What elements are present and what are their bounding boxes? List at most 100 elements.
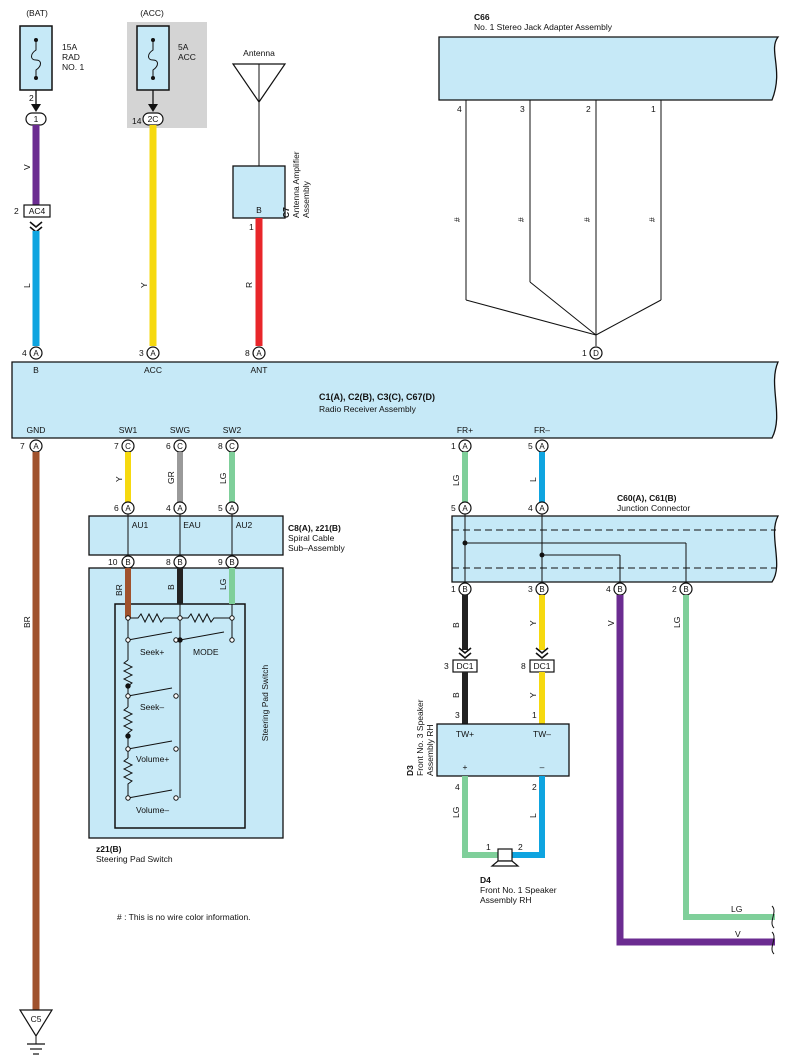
no-color-note: # : This is no wire color information.	[117, 912, 251, 922]
radio-top-pin: D 1	[582, 346, 603, 360]
ground-icon	[27, 1043, 45, 1055]
svg-text:SWG: SWG	[170, 425, 190, 435]
junction-internal-wiring	[464, 514, 687, 583]
svg-text:TW–: TW–	[533, 729, 551, 739]
svg-text:GR: GR	[166, 471, 176, 484]
ground-c5	[18, 1009, 54, 1038]
junction-connector-box	[451, 515, 780, 583]
spiral-bottom-pin: B 8	[166, 555, 187, 569]
spiral-bottom-pin: B 9	[218, 555, 239, 569]
svg-text:L: L	[528, 477, 538, 482]
svg-text:DC1: DC1	[456, 661, 473, 671]
svg-text:A: A	[462, 442, 468, 451]
svg-text:B: B	[166, 584, 176, 590]
svg-text:LG: LG	[731, 904, 742, 914]
svg-text:5: 5	[528, 441, 533, 451]
svg-text:FR+: FR+	[457, 425, 473, 435]
svg-text:AU2: AU2	[236, 520, 253, 530]
svg-text:Assembly: Assembly	[301, 180, 311, 218]
radio-top-pin: A 8 ANT	[245, 346, 268, 375]
svg-text:C: C	[125, 442, 131, 451]
bat-fuse-box	[19, 25, 53, 91]
svg-text:8: 8	[521, 661, 526, 671]
steering-name: Steering Pad Switch	[96, 854, 173, 864]
antenna-label: Antenna	[243, 48, 275, 58]
svg-text:2: 2	[586, 104, 591, 114]
ac4-arrow-icon	[29, 221, 43, 234]
svg-text:8: 8	[218, 441, 223, 451]
acc-fuse-rating: 5A	[178, 42, 189, 52]
svg-text:A: A	[125, 504, 131, 513]
svg-text:Sub–Assembly: Sub–Assembly	[288, 543, 345, 553]
speaker-name: Front No. 1 Speaker	[480, 885, 557, 895]
svg-text:LG: LG	[451, 475, 461, 486]
svg-text:4: 4	[528, 503, 533, 513]
svg-text:B: B	[125, 558, 130, 567]
svg-text:2C: 2C	[148, 114, 159, 124]
svg-text:4: 4	[606, 584, 611, 594]
svg-text:2: 2	[672, 584, 677, 594]
antenna-amp-code: C7	[281, 207, 291, 218]
wire-v-out	[616, 595, 775, 946]
svg-text:L: L	[528, 813, 538, 818]
svg-text:B: B	[451, 692, 461, 698]
svg-text:1: 1	[532, 710, 537, 720]
svg-text:#: #	[452, 217, 462, 222]
svg-text:A: A	[256, 349, 262, 358]
svg-text:ACC: ACC	[144, 365, 162, 375]
svg-text:4: 4	[455, 782, 460, 792]
svg-text:1: 1	[486, 842, 491, 852]
wire-l-speaker	[512, 776, 545, 858]
junction-bottom-pin: B 2	[672, 582, 693, 596]
ac4-connector	[23, 204, 51, 218]
svg-text:LG: LG	[218, 579, 228, 590]
radio-bottom-pin: GND A 7	[20, 425, 45, 453]
bat-fuse-icon	[31, 40, 41, 78]
svg-text:Y: Y	[528, 692, 538, 698]
svg-text:Antenna Amplifier: Antenna Amplifier	[291, 151, 301, 218]
svg-text:A: A	[539, 442, 545, 451]
svg-text:3: 3	[528, 584, 533, 594]
svg-text:4: 4	[166, 503, 171, 513]
acc-label: (ACC)	[140, 8, 164, 18]
switch-seek-minus: Seek–	[140, 702, 164, 712]
svg-text:ANT: ANT	[251, 365, 268, 375]
svg-text:1: 1	[34, 114, 39, 124]
svg-text:#: #	[582, 217, 592, 222]
svg-text:B: B	[462, 585, 467, 594]
steering-code: z21(B)	[96, 844, 122, 854]
switch-seek-plus: Seek+	[140, 647, 164, 657]
junction-bottom-pin: B 3	[528, 582, 549, 596]
junction-top-pin: A 4	[528, 501, 549, 515]
svg-text:7: 7	[114, 441, 119, 451]
spiral-bottom-pin: B 10	[108, 555, 135, 569]
svg-text:R: R	[244, 282, 254, 288]
svg-text:A: A	[229, 504, 235, 513]
radio-receiver-box	[11, 361, 779, 439]
acc-fuse-icon	[148, 40, 158, 78]
wire-lg-speaker	[462, 776, 498, 858]
bat-arrow-icon	[31, 104, 41, 112]
svg-text:B: B	[256, 205, 262, 215]
svg-text:5: 5	[218, 503, 223, 513]
svg-text:TW+: TW+	[456, 729, 474, 739]
junction-bottom-pin: B 1	[451, 582, 472, 596]
radio-bottom-pin: SWG C 6	[166, 425, 190, 453]
stereo-jack-box	[438, 36, 780, 101]
bat-fuse-rating: 15A	[62, 42, 77, 52]
svg-text:A: A	[33, 442, 39, 451]
svg-text:A: A	[33, 349, 39, 358]
svg-text:5: 5	[451, 503, 456, 513]
svg-text:1: 1	[249, 222, 254, 232]
svg-text:2: 2	[532, 782, 537, 792]
acc-fuse-box	[136, 25, 170, 91]
svg-text:#: #	[647, 217, 657, 222]
junction-name: Junction Connector	[617, 503, 690, 513]
radio-bottom-pin: SW2 C 8	[218, 425, 241, 453]
svg-text:4: 4	[457, 104, 462, 114]
svg-text:3: 3	[455, 710, 460, 720]
radio-name: Radio Receiver Assembly	[319, 404, 417, 414]
spiral-cable-box	[88, 515, 284, 556]
svg-text:B: B	[451, 622, 461, 628]
svg-text:6: 6	[166, 441, 171, 451]
